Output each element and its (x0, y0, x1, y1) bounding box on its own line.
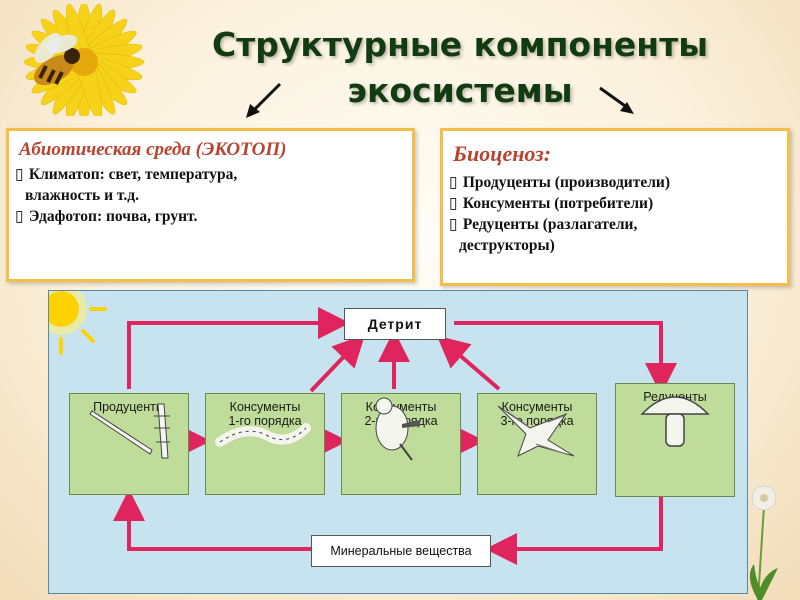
node-consumers-1: Консументы 1-го порядка (205, 393, 325, 495)
bird-icon (375, 397, 420, 461)
mushroom-icon (640, 396, 710, 447)
sun-icon (49, 291, 107, 355)
plant-icon (89, 403, 170, 459)
abiotic-heading: Абиотическая среда (ЭКОТОП) (19, 139, 287, 160)
title-line-2: экосистемы (347, 71, 573, 110)
bullet-icon: ▯ (449, 195, 458, 212)
bullet-icon: ▯ (15, 166, 24, 183)
arrow-consumer3-to-detrit (436, 335, 501, 391)
hawk-icon (497, 405, 575, 458)
biocenosis-item-consumers-text: Консументы (потребители) (462, 195, 654, 212)
abiotic-item-edaphotope: ▯ Эдафотоп: почва, грунт. (15, 207, 412, 226)
arrow-decomposers-to-minerals (485, 493, 663, 565)
abiotic-item-edaphotope-text: Эдафотоп: почва, грунт. (28, 208, 198, 225)
node-consumers-2: Консументы 2-го порядка (341, 393, 461, 495)
flower-bee-image (23, 4, 145, 116)
node-producers: Продуценты (69, 393, 189, 495)
node-consumers-3: Консументы 3-го порядка (477, 393, 597, 495)
arrow-detrit-to-decomposers (454, 321, 677, 395)
bullet-icon: ▯ (449, 174, 458, 191)
biocenosis-item-producers-text: Продуценты (производители) (462, 174, 671, 191)
biocenosis-box: Биоценоз: ▯ Продуценты (производители) ▯… (440, 128, 790, 286)
bullet-icon: ▯ (15, 208, 24, 225)
biocenosis-item-producers: ▯ Продуценты (производители) (449, 173, 787, 192)
bee-icon (34, 33, 80, 86)
cycle-arrows (49, 291, 677, 565)
bullet-icon: ▯ (449, 216, 458, 233)
biocenosis-item-consumers: ▯ Консументы (потребители) (449, 194, 787, 213)
biocenosis-item-decomposers: ▯ Редуценты (разлагатели, (449, 215, 787, 234)
abiotic-item-climatope: ▯ Климатоп: свет, температура, (15, 165, 412, 184)
right-down-arrow-icon (599, 86, 634, 114)
page-title: Структурные компоненты экосистемы (180, 22, 740, 114)
mineral-substances-box: Минеральные вещества (311, 535, 491, 567)
node-decomposers: Редуценты (615, 383, 735, 497)
dandelion-decoration (749, 485, 778, 600)
caterpillar-icon (215, 423, 311, 447)
biocenosis-heading: Биоценоз: (453, 141, 552, 166)
arrow-producers-to-detrit (127, 307, 350, 389)
ecosystem-cycle-diagram: Детрит Минеральные вещества Продуценты К… (48, 290, 748, 594)
abiotic-item-climatope-cont: влажность и т.д. (25, 187, 139, 204)
biocenosis-item-decomposers-cont: деструкторы) (459, 237, 555, 254)
node-label: Продуценты (93, 400, 165, 414)
abiotic-item-climatope-text: Климатоп: свет, температура, (28, 166, 238, 183)
abiotic-environment-box: Абиотическая среда (ЭКОТОП) ▯ Климатоп: … (6, 128, 415, 282)
biocenosis-item-decomposers-text: Редуценты (разлагатели, (462, 216, 638, 233)
node-label: Консументы 1-го порядка (228, 400, 302, 428)
detritus-box: Детрит (344, 308, 446, 340)
arrow-consumer1-to-detrit (309, 334, 366, 393)
title-line-1: Структурные компоненты (211, 25, 709, 64)
left-down-arrow-icon (246, 82, 282, 118)
arrow-minerals-to-producers (113, 489, 311, 551)
